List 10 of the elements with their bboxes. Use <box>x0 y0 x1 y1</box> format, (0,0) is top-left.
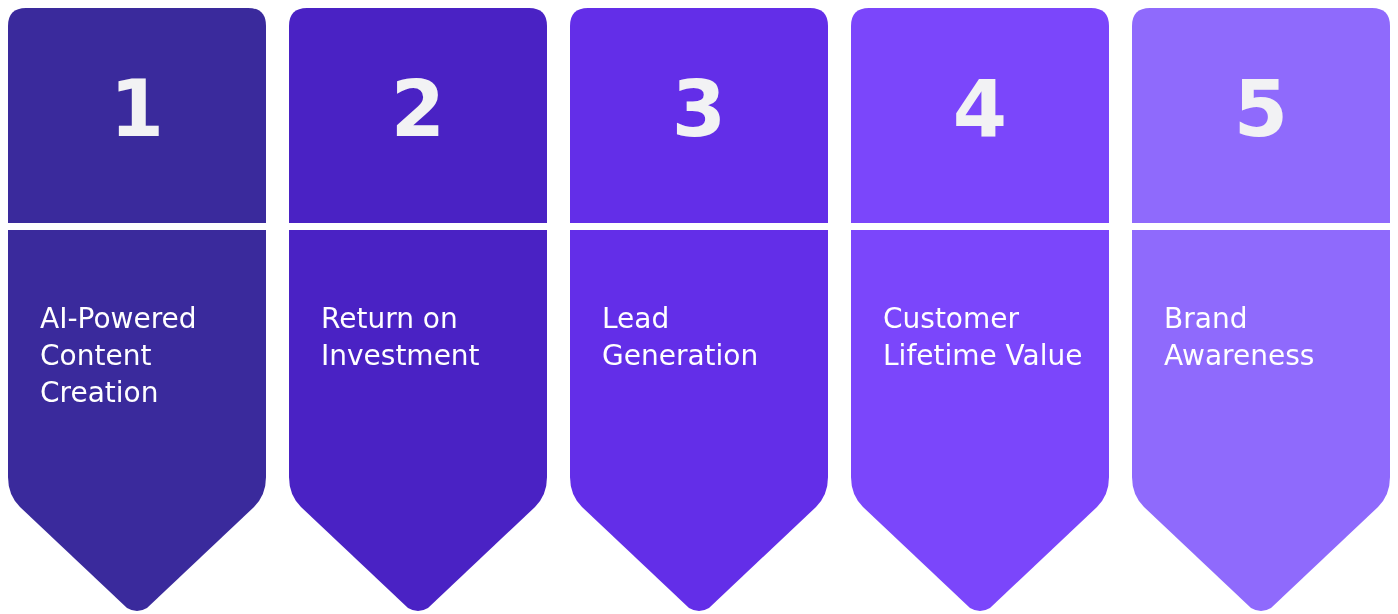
step-number: 4 <box>951 70 1009 148</box>
step-number: 1 <box>108 70 166 148</box>
step-number: 3 <box>670 70 728 148</box>
step-label: Brand Awareness <box>1164 301 1316 374</box>
step-label: Return on Investment <box>321 301 481 374</box>
step-label: Customer Lifetime Value <box>883 301 1084 374</box>
step-number: 5 <box>1232 70 1290 148</box>
step-number: 2 <box>389 70 447 148</box>
step-label: Lead Generation <box>602 301 760 374</box>
step-label: AI-Powered Content Creation <box>40 301 198 411</box>
